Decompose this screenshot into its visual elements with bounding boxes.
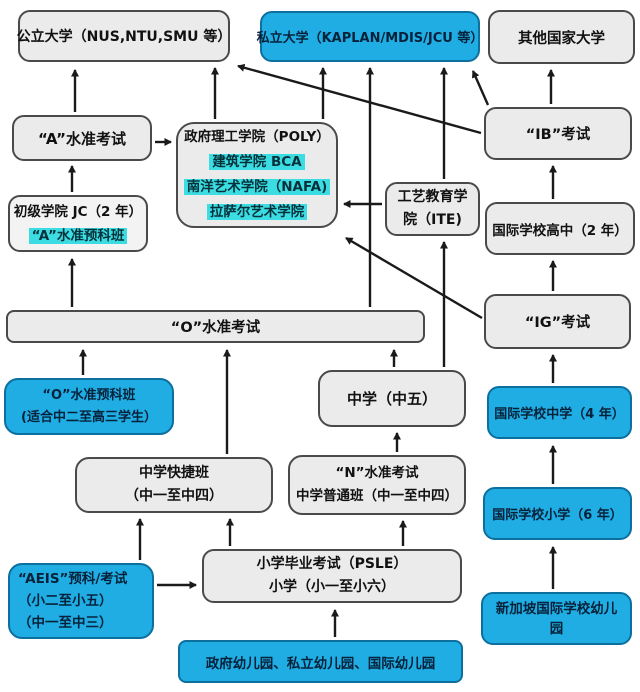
node-label: 初级学院 JC（2 年）	[13, 203, 143, 220]
node-n-level-exam: “N”水准考试 中学普通班（中一至中四）	[288, 455, 466, 515]
node-other-country-university: 其他国家大学	[488, 10, 635, 64]
node-intl-kindergarten: 新加坡国际学校幼儿园	[481, 592, 632, 645]
node-sub-label: “A”水准预科班	[28, 224, 128, 248]
node-ib-exam: “IB”考试	[484, 107, 632, 160]
highlight-text: 建筑学院 BCA	[209, 154, 305, 170]
node-o-level-exam: “O”水准考试	[6, 310, 425, 343]
node-label: 工艺教育学院（ITE)	[397, 189, 468, 228]
node-label: 新加坡国际学校幼儿园	[495, 600, 618, 637]
node-public-university: 公立大学（NUS,NTU,SMU 等）	[16, 10, 232, 62]
node-label: 小学毕业考试（PSLE）	[256, 556, 408, 572]
node-intl-primary-school: 国际学校小学（6 年）	[483, 487, 632, 540]
node-o-level-prep-class: “O”水准预科班 (适合中二至高三学生）	[4, 378, 174, 435]
node-label: 私立大学（KAPLAN/MDIS/JCU 等）	[256, 31, 484, 46]
node-label: “N”水准考试	[335, 465, 419, 481]
node-ig-exam: “IG”考试	[484, 294, 631, 349]
node-intl-secondary-school: 国际学校中学（4 年）	[487, 386, 632, 439]
node-label: “O”水准考试	[170, 320, 261, 336]
node-sub-label: （小二至小五）	[18, 593, 113, 609]
node-label: 政府幼儿园、私立幼儿园、国际幼儿园	[205, 655, 436, 672]
node-secondary-five: 中学（中五）	[318, 370, 466, 427]
node-sub-label: 中学普通班（中一至中四）	[296, 488, 458, 504]
node-a-level-exam: “A”水准考试	[12, 115, 152, 161]
node-label: 中学快捷班	[139, 465, 209, 481]
node-label: 公立大学（NUS,NTU,SMU 等）	[16, 29, 232, 45]
node-sub-label: 建筑学院 BCA	[209, 150, 305, 175]
node-sub-label: （中一至中四）	[125, 488, 223, 504]
node-label: 国际学校高中（2 年）	[492, 222, 628, 239]
node-junior-college: 初级学院 JC（2 年） “A”水准预科班	[8, 195, 148, 252]
node-label: 政府理工学院（POLY）	[184, 129, 330, 145]
node-private-university: 私立大学（KAPLAN/MDIS/JCU 等）	[257, 11, 483, 62]
node-label: “IB”考试	[525, 127, 591, 143]
arrow-ig-to-poly-icon	[345, 236, 483, 320]
node-ite: 工艺教育学院（ITE)	[385, 182, 480, 236]
node-polytechnic: 政府理工学院（POLY） 建筑学院 BCA 南洋艺术学院（NAFA) 拉萨尔艺术…	[176, 122, 338, 228]
node-aeis-prep-exam: “AEIS”预科/考试 （小二至小五） （中一至中三）	[8, 563, 154, 639]
highlight-text: “A”水准预科班	[28, 227, 128, 244]
node-secondary-express: 中学快捷班 （中一至中四）	[75, 457, 273, 513]
node-label: 其他国家大学	[518, 30, 605, 47]
node-intl-high-school: 国际学校高中（2 年）	[485, 202, 635, 255]
node-label: “A”水准考试	[37, 129, 126, 148]
node-label: 国际学校小学（6 年）	[492, 508, 623, 523]
node-kindergartens: 政府幼儿园、私立幼儿园、国际幼儿园	[178, 640, 463, 683]
node-label: “AEIS”预科/考试	[18, 571, 128, 587]
node-sub-label: 小学（小一至小六）	[269, 579, 395, 595]
node-sub-label: 拉萨尔艺术学院	[206, 200, 308, 225]
node-psle-primary: 小学毕业考试（PSLE） 小学（小一至小六）	[202, 549, 462, 603]
node-label: 国际学校中学（4 年）	[494, 407, 625, 422]
highlight-text: 拉萨尔艺术学院	[206, 204, 308, 220]
arrow-ib-to-private-university-icon	[471, 70, 490, 106]
node-sub-label: (适合中二至高三学生）	[21, 409, 157, 425]
node-label: “IG”考试	[524, 315, 591, 331]
node-sub-label: （中一至中三）	[18, 615, 113, 631]
node-sub-label: 南洋艺术学院（NAFA)	[183, 175, 331, 200]
node-label: “O”水准预科班	[42, 387, 136, 403]
highlight-text: 南洋艺术学院（NAFA)	[183, 179, 331, 195]
node-label: 中学（中五）	[346, 390, 437, 408]
